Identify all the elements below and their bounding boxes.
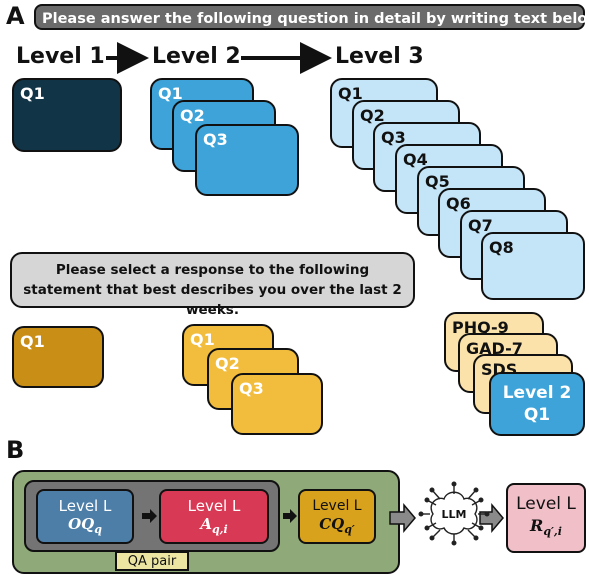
closed-question-box: Level L CQq′ xyxy=(298,489,376,544)
arrow-right-icon xyxy=(283,509,297,523)
answer-symbol: Aq,i xyxy=(200,515,228,536)
arrow-right-icon xyxy=(479,502,504,534)
level2-card-q3: Q3 xyxy=(195,124,299,196)
closed-question-symbol: CQq′ xyxy=(319,515,355,536)
level-2-heading: Level 2 xyxy=(152,44,241,69)
llm-label: LLM xyxy=(442,508,467,521)
level3-card-q8: Q8 xyxy=(481,232,585,300)
response-symbol: Rq′,i xyxy=(530,516,562,539)
panel-b-letter: B xyxy=(6,436,25,464)
level-3-heading: Level 3 xyxy=(335,44,424,69)
level-1-heading: Level 1 xyxy=(16,44,105,69)
brain-circuit-icon xyxy=(418,481,490,546)
qa-pair-label: QA pair xyxy=(115,551,189,571)
closed-level1-card-q1: Q1 xyxy=(12,326,104,388)
level2-q1-highlight-card: Level 2 Q1 xyxy=(489,372,585,436)
answer-title: Level L xyxy=(187,497,241,515)
arrow-right-icon xyxy=(389,502,416,534)
level2-q1-highlight-line1: Level 2 xyxy=(502,383,572,403)
open-question-title: Level L xyxy=(58,497,112,515)
open-question-symbol: OQq xyxy=(68,515,102,536)
closed-level2-card-q3: Q3 xyxy=(231,373,323,435)
response-box: Level L Rq′,i xyxy=(506,483,586,553)
closed-question-title: Level L xyxy=(312,498,362,514)
answer-box: Level L Aq,i xyxy=(159,489,269,544)
panel-a-letter: A xyxy=(6,2,25,30)
open-question-box: Level L OQq xyxy=(36,489,134,544)
instruction-banner: Please answer the following question in … xyxy=(34,4,589,30)
level2-q1-highlight-line2: Q1 xyxy=(523,405,551,425)
level1-card-q1: Q1 xyxy=(12,78,122,152)
arrow-right-icon xyxy=(142,509,157,523)
response-title: Level L xyxy=(516,494,576,514)
statement-box: Please select a response to the followin… xyxy=(10,252,415,318)
